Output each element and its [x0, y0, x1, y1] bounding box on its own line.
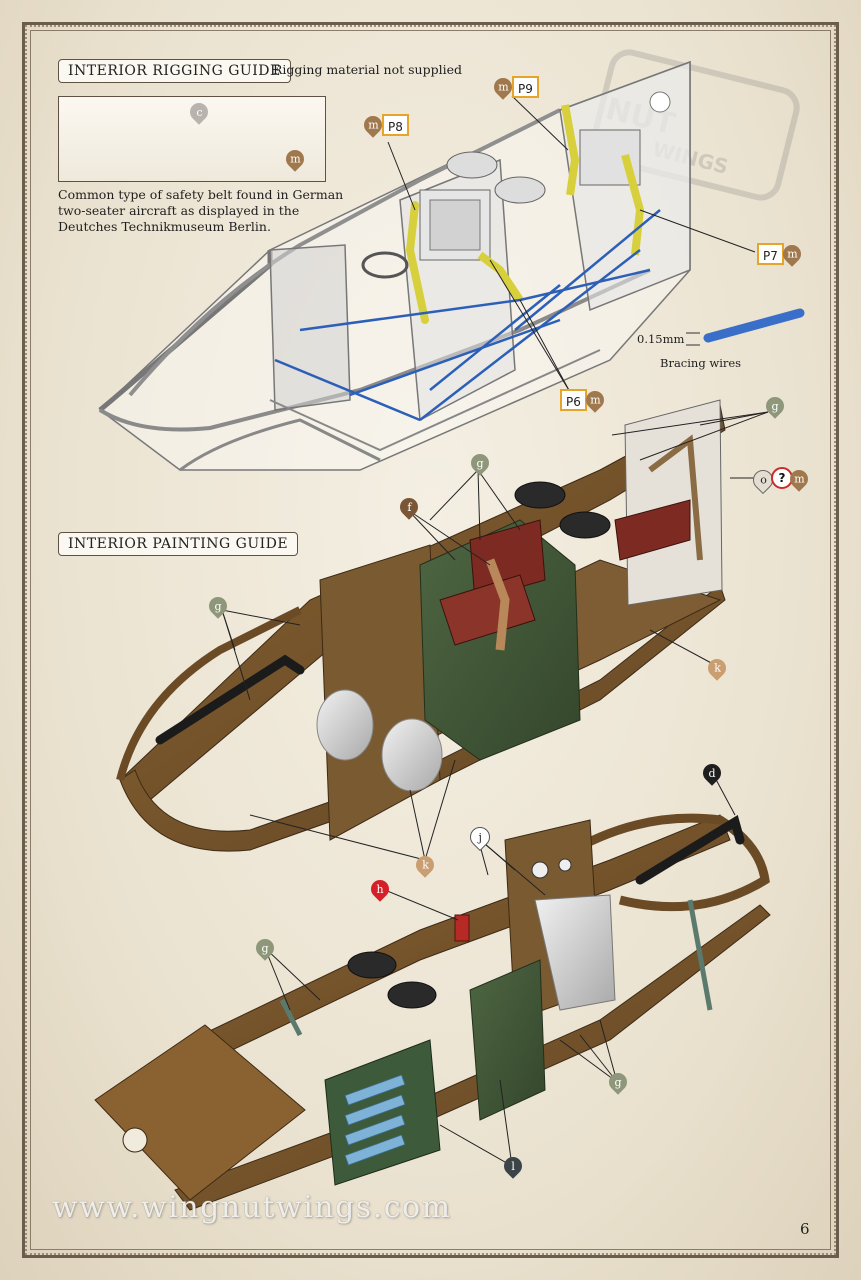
page-border-inner [30, 30, 831, 1250]
rigging-note: Rigging material not supplied [273, 62, 462, 77]
safety-belt-caption: Common type of safety belt found in Germ… [58, 187, 344, 234]
website-watermark: www.wingnutwings.com [52, 1190, 452, 1225]
bracing-wire-sample [686, 308, 805, 346]
page-number: 6 [800, 1220, 810, 1238]
part-tag-p9: P9 [512, 76, 539, 98]
painted-fuselage-upper [116, 399, 769, 861]
wire-size-label: 0.15mm [637, 332, 685, 346]
page-border [22, 22, 839, 1258]
bracing-wires-label: Bracing wires [660, 356, 742, 370]
painting-guide-title: INTERIOR PAINTING GUIDE [58, 532, 299, 556]
part-tag-p8: P8 [382, 114, 409, 136]
page-border-dotted [25, 25, 836, 1255]
rigging-guide-title: INTERIOR RIGGING GUIDE [58, 59, 291, 83]
part-tag-p6: P6 [560, 389, 587, 411]
painted-fuselage-lower [94, 771, 771, 1211]
rigging-fuselage-view [98, 60, 756, 472]
bracing-wire-lines [274, 209, 661, 422]
part-tag-p7: P7 [757, 243, 784, 265]
